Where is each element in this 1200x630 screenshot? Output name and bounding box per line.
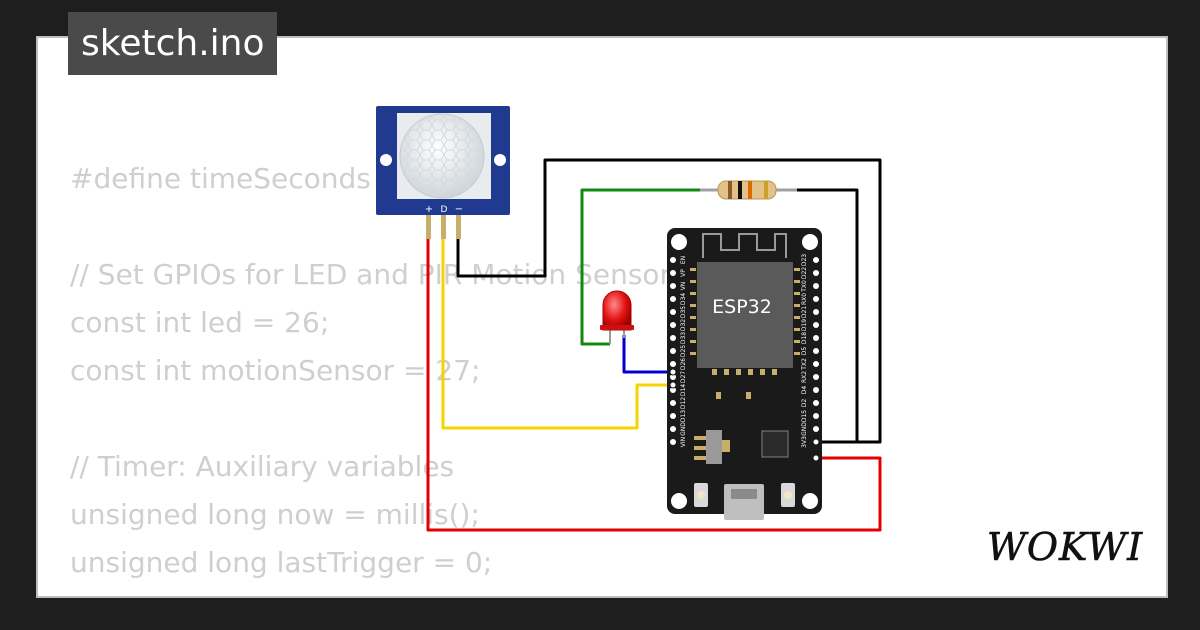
- pir-pin-leg: [456, 215, 461, 239]
- wire-red-pir-vcc[interactable]: [426, 232, 882, 532]
- esp32-pin-label: RX0: [801, 293, 808, 305]
- pin-connections: [669, 368, 820, 462]
- esp32-pin-label: D14: [680, 384, 687, 396]
- esp32-pin-label: D21: [801, 306, 808, 318]
- wire-green-resistor[interactable]: [580, 188, 712, 346]
- esp32-pin-label: D27: [680, 371, 687, 383]
- esp32-pin-label: RX2: [801, 371, 808, 383]
- esp32-right-pins: [813, 257, 819, 445]
- esp32-pin-label: D18: [801, 332, 808, 344]
- esp32-pin-label: D15: [801, 410, 808, 422]
- wire-black-resistor-gnd[interactable]: [785, 188, 859, 444]
- pir-pin-label: +: [425, 204, 433, 215]
- esp32-pin-label: D22: [801, 267, 808, 279]
- esp32-pin-label: D25: [680, 345, 687, 357]
- esp32-pin-label: VIN: [680, 437, 687, 447]
- esp32-pin-label: D5: [801, 347, 808, 356]
- esp32-pin-label: GND: [801, 422, 808, 436]
- esp32-pin-label: D4: [801, 386, 808, 395]
- resistor[interactable]: [700, 180, 797, 200]
- pir-pin-label: −: [455, 204, 463, 215]
- esp32-pin-label: D23: [801, 254, 808, 266]
- esp32-pin-label: D32: [680, 319, 687, 331]
- wokwi-logo-text: WOKWI: [987, 525, 1143, 568]
- esp32-pin-label: TX0: [801, 280, 808, 293]
- code-line: // Timer: Auxiliary variables: [70, 450, 455, 483]
- esp32-pin-label: EN: [680, 256, 687, 264]
- file-tab[interactable]: sketch.ino: [68, 12, 278, 75]
- esp32-pin-label: 3V3: [801, 436, 808, 448]
- pir-pin-leg: [441, 215, 446, 239]
- esp32-pin-label: D34: [680, 293, 687, 305]
- esp32-pin-label: VP: [680, 269, 687, 277]
- pir-pin-leg: [426, 215, 431, 239]
- wire-yellow-pir-out[interactable]: [441, 232, 673, 430]
- wire-black-pir-gnd[interactable]: [456, 158, 882, 444]
- esp32-pin-label: D33: [680, 332, 687, 344]
- esp32-chip-label: ESP32: [712, 296, 772, 318]
- esp32-pin-label: D26: [680, 358, 687, 370]
- esp32-left-pins: [670, 257, 676, 445]
- esp32-pin-label: D35: [680, 306, 687, 318]
- esp32-pin-label: D12: [680, 397, 687, 409]
- red-led[interactable]: [600, 290, 634, 344]
- esp32-pin-label: D13: [680, 410, 687, 422]
- esp32-pin-label: D19: [801, 319, 808, 331]
- esp32-pin-label: TX2: [801, 358, 808, 371]
- pir-pin-label: D: [441, 205, 448, 215]
- esp32-board[interactable]: ESP32 EN: [667, 228, 822, 520]
- diagram-canvas: #define timeSeconds 10// Set GPIOs for L…: [36, 36, 1168, 598]
- code-line: unsigned long lastTrigger = 0;: [70, 546, 493, 579]
- code-line: boolean startTimer = false;: [70, 587, 671, 596]
- code-line: const int led = 26;: [70, 306, 330, 339]
- esp32-pin-label: VN: [680, 282, 687, 291]
- code-line: // Set GPIOs for LED and PIR Motion Sens…: [70, 258, 672, 291]
- wire-blue-led[interactable]: [622, 335, 673, 374]
- esp32-pin-label: GND: [680, 422, 687, 436]
- pir-sensor[interactable]: + D −: [376, 106, 510, 239]
- wokwi-logo: WOKWI: [987, 525, 1143, 568]
- esp32-pin-label: D2: [801, 399, 808, 408]
- esp32-module: [697, 262, 793, 368]
- wires: [426, 158, 882, 532]
